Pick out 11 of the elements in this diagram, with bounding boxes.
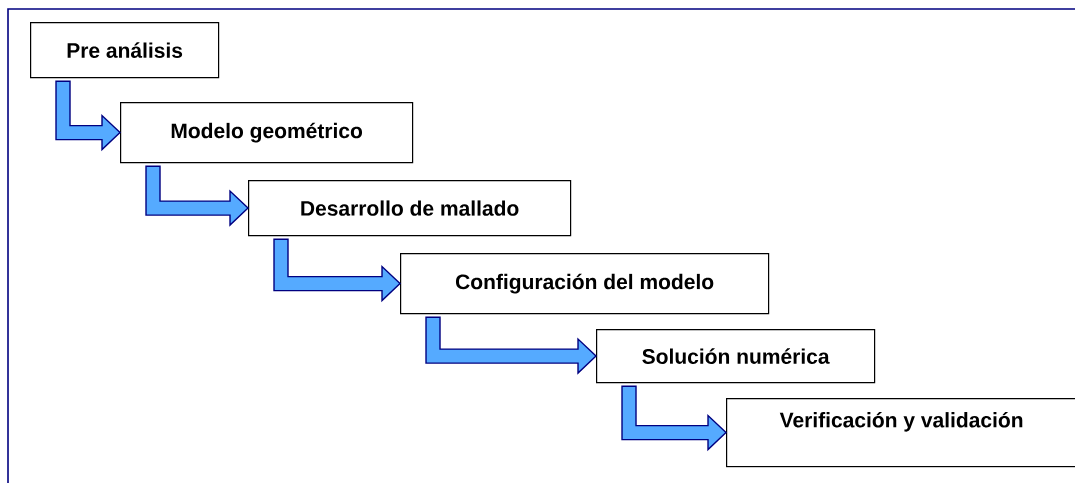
step-box: Modelo geométrico [120,102,414,164]
step-box: Configuración del modelo [400,253,770,315]
block-arrow [145,165,250,227]
step-box: Verificación y validación [726,398,1075,468]
step-box: Pre análisis [30,22,220,79]
block-arrow [55,80,122,152]
step-box: Solución numérica [596,329,876,384]
block-arrow [621,385,728,452]
step-box: Desarrollo de mallado [248,180,572,237]
block-arrow [273,238,402,303]
block-arrow [425,316,598,375]
